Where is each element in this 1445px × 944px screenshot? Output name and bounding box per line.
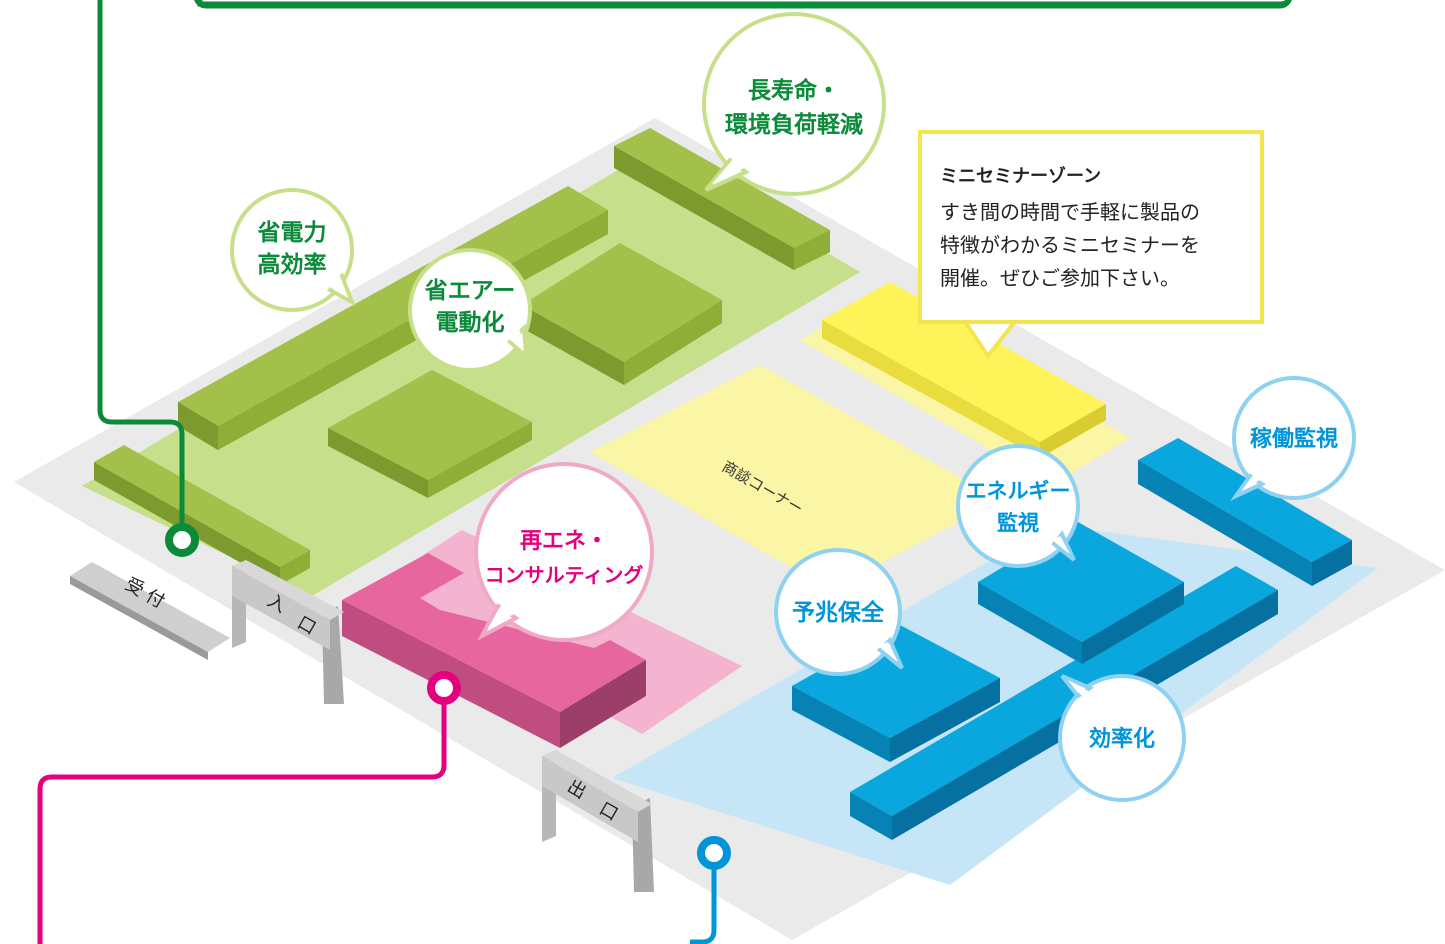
bubble-air-saving: 省エアー 電動化 xyxy=(408,248,532,372)
bubble-energy-monitor-line-2: 監視 xyxy=(997,511,1039,535)
yellow-seminar-block xyxy=(822,282,1106,458)
green-block-5 xyxy=(614,128,830,270)
zone-lounge xyxy=(590,365,1000,590)
bubble-air-saving-line-2: 電動化 xyxy=(436,309,505,336)
bubble-operation-monitor: 稼働監視 xyxy=(1230,376,1356,501)
seminar-body-line-1: すき間の時間で手軽に製品の xyxy=(940,200,1200,224)
green-block-4 xyxy=(522,243,722,385)
bubble-air-saving-line-1: 省エアー xyxy=(424,278,516,304)
entrance-gate: 入 口 xyxy=(232,560,344,704)
seminar-body: すき間の時間で手軽に製品の 特徴がわかるミニセミナーを 開催。ぜひご参加下さい。 xyxy=(940,196,1242,295)
green-connector-line xyxy=(197,0,1291,7)
bubble-long-life-line-1: 長寿命・ xyxy=(748,77,840,104)
green-top-frame xyxy=(194,0,1292,9)
green-block-1 xyxy=(94,445,310,585)
bubble-efficiency: 効率化 xyxy=(1058,674,1186,802)
bubble-predictive-line-1: 予兆保全 xyxy=(792,599,885,626)
bubble-energy-saving: 省電力 高効率 xyxy=(230,188,356,312)
zone-green xyxy=(82,150,860,596)
blue-block-1 xyxy=(792,625,1000,762)
blue-block-4 xyxy=(1138,438,1352,586)
pink-line xyxy=(37,700,447,944)
green-line xyxy=(97,0,185,530)
bubble-energy-monitor: エネルギー 監視 xyxy=(956,444,1080,568)
green-block-3 xyxy=(328,370,532,498)
pink-connector-dot xyxy=(427,671,461,705)
seminar-body-line-2: 特徴がわかるミニセミナーを xyxy=(940,233,1200,257)
blue-line xyxy=(690,866,717,944)
bubble-renewable-line-1: 再エネ・ xyxy=(520,529,608,554)
bubble-efficiency-line-1: 効率化 xyxy=(1089,726,1155,752)
bubble-predictive: 予兆保全 xyxy=(774,548,904,676)
green-connector-dot xyxy=(165,523,199,557)
exit-gate: 出 口 xyxy=(542,750,654,892)
seminar-box-tail xyxy=(961,320,1019,360)
bubble-energy-saving-line-1: 省電力 xyxy=(257,220,327,246)
bubble-renewable-line-2: コンサルティング xyxy=(485,563,644,587)
seminar-info-box: ミニセミナーゾーン すき間の時間で手軽に製品の 特徴がわかるミニセミナーを 開催… xyxy=(918,130,1264,324)
bubble-renewable: 再エネ・ コンサルティング xyxy=(474,462,654,642)
bubble-long-life-line-2: 環境負荷軽減 xyxy=(725,111,863,138)
bubble-energy-saving-line-2: 高効率 xyxy=(258,251,327,278)
bubble-energy-monitor-line-1: エネルギー xyxy=(966,479,1071,503)
bubble-long-life: 長寿命・ 環境負荷軽減 xyxy=(702,12,886,196)
seminar-title: ミニセミナーゾーン xyxy=(940,166,1102,187)
reception-sign: 受 付 xyxy=(70,562,230,660)
blue-connector-dot xyxy=(697,836,731,870)
seminar-body-line-3: 開催。ぜひご参加下さい。 xyxy=(940,266,1180,290)
bubble-operation-monitor-line-1: 稼働監視 xyxy=(1250,426,1338,452)
